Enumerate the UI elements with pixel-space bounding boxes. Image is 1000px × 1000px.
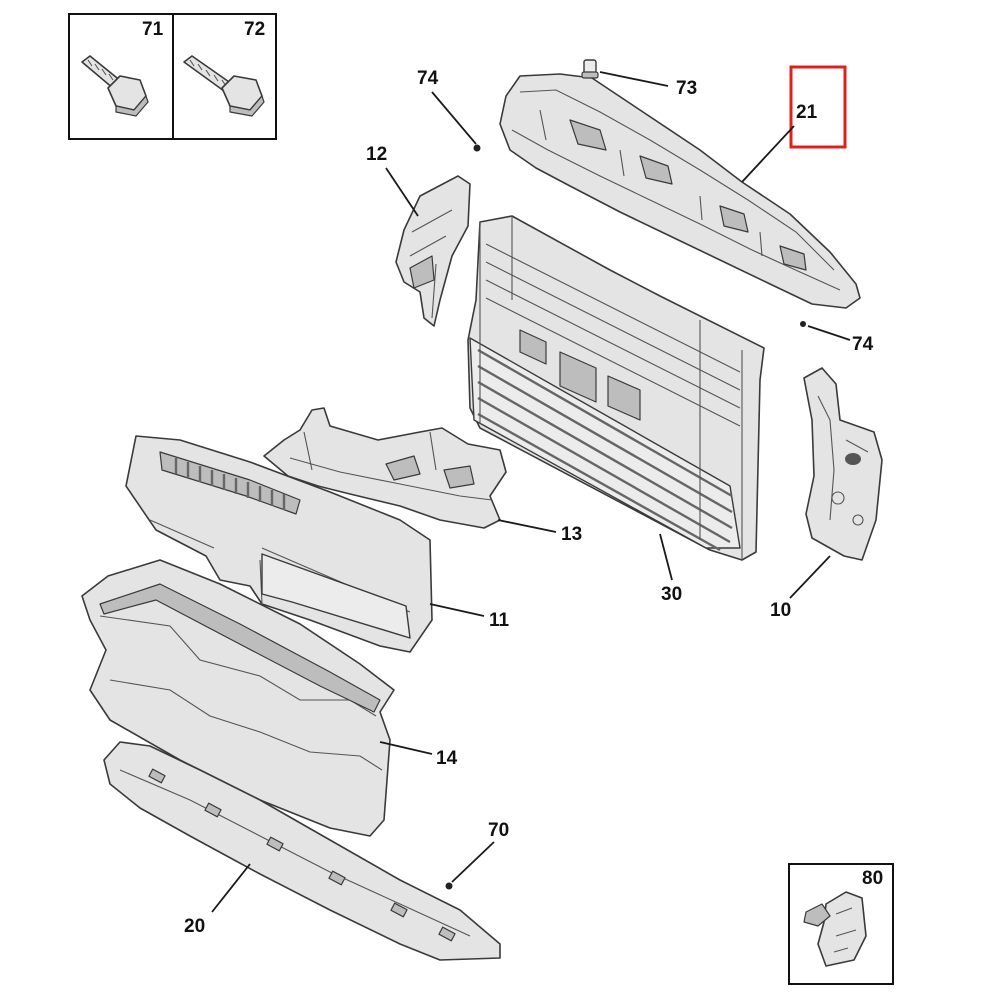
callout-30: 30 (661, 584, 682, 605)
callout-74-right: 74 (852, 334, 874, 355)
clip-73[interactable] (581, 59, 599, 79)
part-14-lower-deflector[interactable] (81, 559, 395, 837)
highlight-box-21 (789, 65, 847, 149)
part-21-upper-crossmember[interactable] (499, 73, 861, 309)
callout-71: 71 (142, 19, 164, 40)
callout-72: 72 (244, 19, 265, 40)
callout-10: 10 (770, 600, 791, 621)
callout-13: 13 (561, 524, 582, 545)
bolt-72-icon[interactable] (183, 55, 265, 117)
part-11-lower-air-duct[interactable] (125, 435, 433, 653)
callout-14: 14 (436, 748, 458, 769)
inset-box-80 (788, 863, 894, 985)
part-30-shutter-assembly[interactable] (467, 215, 765, 561)
callout-11: 11 (489, 610, 510, 631)
callout-12: 12 (366, 144, 387, 165)
part-13-upper-air-guide[interactable] (263, 407, 507, 529)
part-20-lower-beam[interactable] (103, 741, 501, 961)
callout-70: 70 (488, 820, 509, 841)
screw-74-top[interactable] (473, 144, 481, 152)
callout-20: 20 (184, 916, 205, 937)
screw-74-right[interactable] (800, 321, 806, 327)
callout-80: 80 (862, 868, 883, 889)
part-10-right-bracket[interactable] (803, 367, 883, 561)
callout-21: 21 (796, 102, 818, 123)
bolt-71-icon[interactable] (81, 55, 149, 117)
callout-74-top: 74 (417, 68, 439, 89)
screw-70[interactable] (445, 882, 453, 890)
part-12-left-deflector[interactable] (395, 175, 471, 327)
callout-73: 73 (676, 78, 697, 99)
inset-box-71-72 (68, 13, 277, 140)
clip-80-icon[interactable] (803, 891, 867, 967)
leader-lines (211, 71, 851, 913)
